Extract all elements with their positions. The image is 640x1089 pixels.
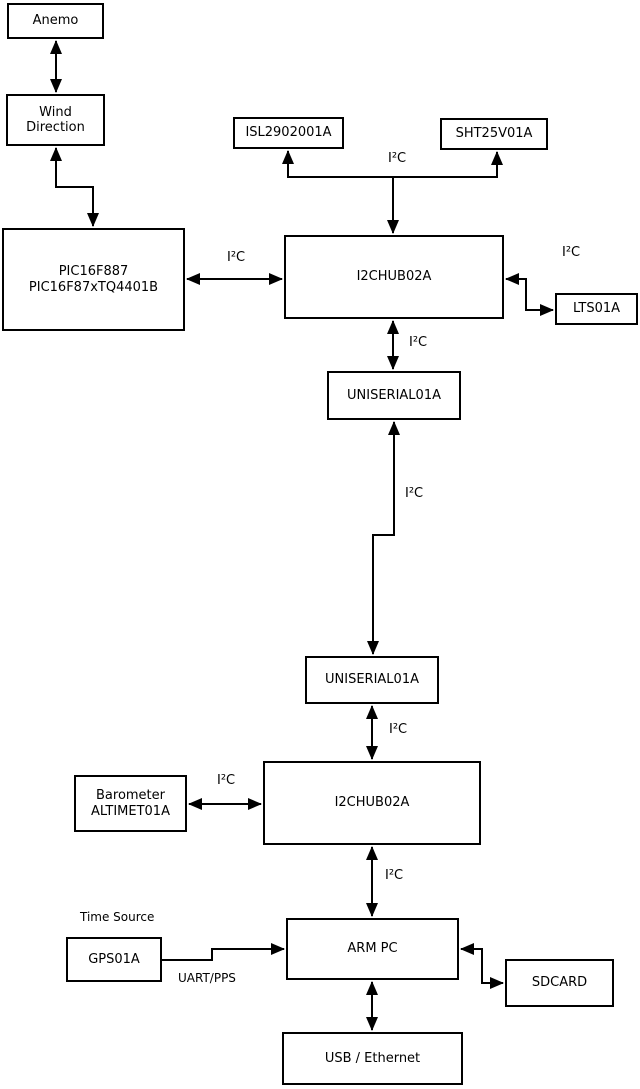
node-i2chub02a-upper: I2CHUB02A: [284, 235, 504, 319]
node-isl2902001a: ISL2902001A: [233, 117, 344, 149]
edge-label-uart-pps: UART/PPS: [178, 971, 236, 985]
node-wind-direction: Wind Direction: [6, 94, 105, 146]
node-isl2902001a-label: ISL2902001A: [245, 125, 332, 141]
edge-label-i2c-pic-hub1: I²C: [227, 250, 246, 265]
edge-label-i2c-uniserial1-uniserial2: I²C: [405, 486, 424, 501]
node-barometer-label-line2: ALTIMET01A: [91, 803, 170, 819]
node-barometer-label-line1: Barometer: [96, 788, 165, 804]
node-arm-pc: ARM PC: [286, 918, 459, 980]
node-i2chub02a-lower: I2CHUB02A: [263, 761, 481, 845]
edge-label-i2c-lts: I²C: [562, 245, 581, 260]
node-uniserial01a-upper-label: UNISERIAL01A: [347, 387, 441, 403]
node-lts01a-label: LTS01A: [572, 301, 621, 317]
edge-armpc-sdcard: [460, 943, 504, 989]
node-anemometer: Anemo: [7, 3, 104, 39]
node-barometer-altimet01a: Barometer ALTIMET01A: [74, 775, 187, 832]
node-arm-pc-label: ARM PC: [347, 941, 398, 957]
node-sht25v01a-label: SHT25V01A: [455, 126, 533, 142]
node-sdcard-label: SDCARD: [531, 975, 588, 991]
node-wind-direction-label-line1: Wind: [39, 104, 72, 120]
node-gps01a: GPS01A: [66, 937, 162, 982]
node-anemometer-label: Anemo: [32, 13, 79, 29]
node-i2chub02a-lower-label: I2CHUB02A: [334, 795, 410, 811]
edge-label-i2c-barometer-hub2: I²C: [217, 773, 236, 788]
node-uniserial01a-lower-label: UNISERIAL01A: [325, 672, 419, 688]
node-pic-label-line2: PIC16F87xTQ4401B: [28, 279, 159, 295]
edge-i2chub1-lts: [505, 273, 554, 316]
node-pic-microcontroller: PIC16F887 PIC16F87xTQ4401B: [2, 228, 185, 331]
node-usb-ethernet-label: USB / Ethernet: [324, 1050, 421, 1066]
node-wind-direction-label-line2: Direction: [26, 120, 85, 135]
edge-uniserial1-uniserial2: [367, 421, 400, 655]
node-lts01a: LTS01A: [555, 293, 638, 325]
node-sdcard: SDCARD: [505, 959, 614, 1007]
node-uniserial01a-upper: UNISERIAL01A: [327, 371, 461, 420]
edge-winddirection-pic: [50, 147, 99, 227]
edge-gps-armpc: [162, 943, 285, 961]
edge-label-i2c-uniserial2-hub2: I²C: [389, 722, 408, 737]
edge-label-i2c-hub1-uniserial1: I²C: [409, 335, 428, 350]
node-uniserial01a-lower: UNISERIAL01A: [305, 656, 439, 704]
annotation-time-source: Time Source: [80, 910, 155, 924]
node-sht25v01a: SHT25V01A: [440, 118, 548, 150]
node-pic-label-line1: PIC16F887: [58, 264, 129, 280]
node-usb-ethernet: USB / Ethernet: [282, 1032, 463, 1085]
edge-label-i2c-split: I²C: [388, 151, 407, 166]
edge-label-i2c-hub2-armpc: I²C: [385, 868, 404, 883]
node-gps01a-label: GPS01A: [88, 951, 140, 967]
node-i2chub02a-upper-label: I2CHUB02A: [356, 269, 432, 285]
